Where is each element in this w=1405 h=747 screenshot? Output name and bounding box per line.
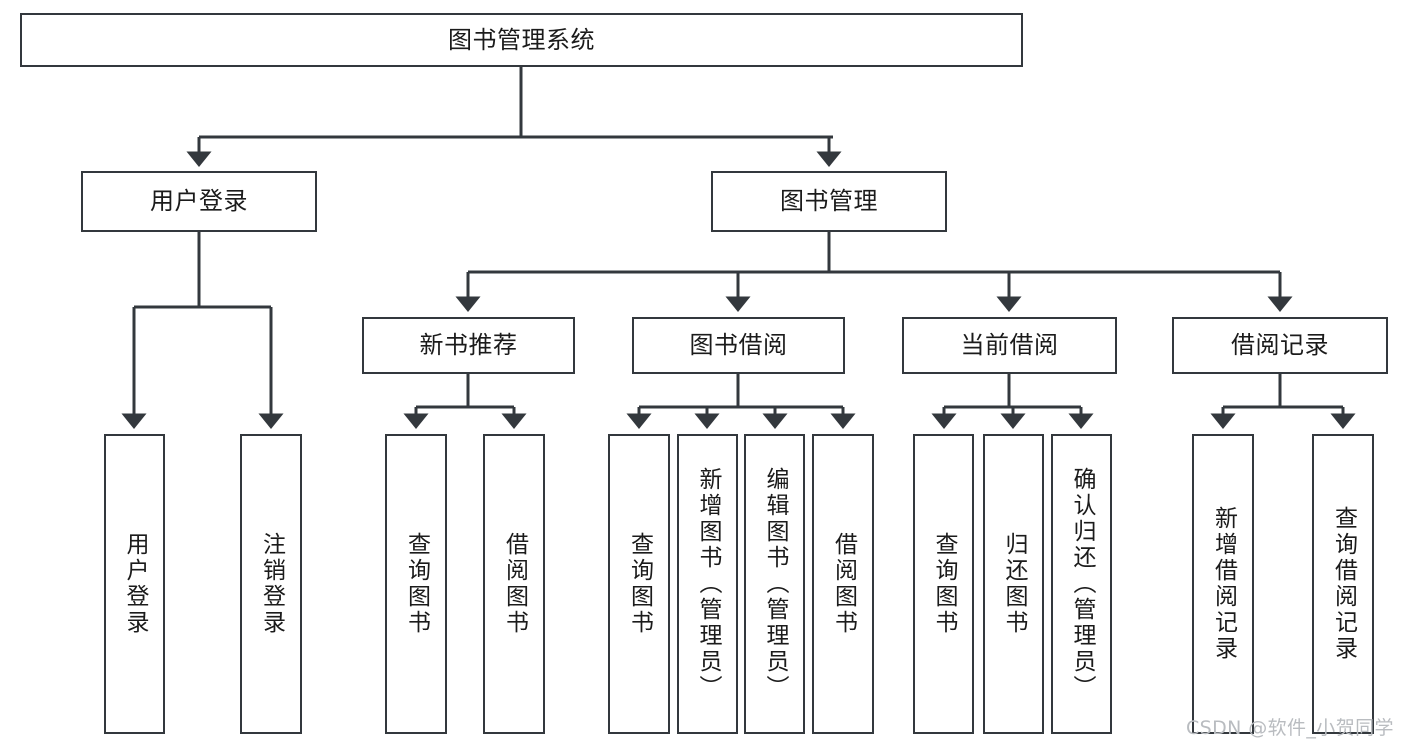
leaf-query-book-borrow[interactable]: 查询图书: [608, 434, 670, 734]
leaf-query-book-current-label: 查询图书: [931, 532, 957, 636]
leaf-edit-book-admin-label: 编辑图书（管理员）: [762, 467, 788, 701]
leaf-user-logout[interactable]: 注销登录: [240, 434, 302, 734]
node-new-book-rec[interactable]: 新书推荐: [362, 317, 575, 374]
leaf-add-borrow-record-label: 新增借阅记录: [1210, 506, 1237, 662]
leaf-query-borrow-record-label: 查询借阅记录: [1330, 506, 1357, 662]
leaf-user-logout-label: 注销登录: [258, 532, 285, 636]
node-user-login[interactable]: 用户登录: [81, 171, 317, 232]
leaf-query-borrow-record[interactable]: 查询借阅记录: [1312, 434, 1374, 734]
leaf-borrow-book-label: 借阅图书: [830, 532, 857, 636]
leaf-borrow-book-recommend[interactable]: 借阅图书: [483, 434, 545, 734]
node-new-book-rec-label: 新书推荐: [419, 331, 518, 360]
node-current-borrow[interactable]: 当前借阅: [902, 317, 1117, 374]
leaf-query-book-recommend-label: 查询图书: [403, 532, 430, 636]
leaf-add-borrow-record[interactable]: 新增借阅记录: [1192, 434, 1254, 734]
csdn-watermark: CSDN @软件_小贺同学: [1186, 717, 1394, 739]
node-current-borrow-label: 当前借阅: [960, 331, 1059, 360]
node-root[interactable]: 图书管理系统: [20, 13, 1023, 67]
leaf-user-login-label: 用户登录: [122, 532, 148, 636]
node-root-label: 图书管理系统: [448, 25, 595, 54]
leaf-return-book-label: 归还图书: [1001, 532, 1027, 636]
leaf-user-login[interactable]: 用户登录: [104, 434, 165, 734]
node-user-login-label: 用户登录: [150, 187, 248, 216]
node-book-manage-label: 图书管理: [780, 187, 878, 216]
leaf-query-book-current[interactable]: 查询图书: [913, 434, 974, 734]
leaf-query-book-borrow-label: 查询图书: [626, 532, 653, 636]
leaf-add-book-admin-label: 新增图书（管理员）: [695, 467, 721, 701]
leaf-confirm-return-admin[interactable]: 确认归还（管理员）: [1051, 434, 1112, 734]
node-borrow-record-label: 借阅记录: [1231, 331, 1329, 360]
leaf-borrow-book[interactable]: 借阅图书: [812, 434, 874, 734]
node-book-borrow-label: 图书借阅: [689, 331, 788, 360]
leaf-confirm-return-admin-label: 确认归还（管理员）: [1069, 467, 1095, 701]
leaf-borrow-book-recommend-label: 借阅图书: [501, 532, 528, 636]
node-book-borrow[interactable]: 图书借阅: [632, 317, 845, 374]
leaf-add-book-admin[interactable]: 新增图书（管理员）: [677, 434, 738, 734]
node-book-manage[interactable]: 图书管理: [711, 171, 947, 232]
leaf-query-book-recommend[interactable]: 查询图书: [385, 434, 447, 734]
leaf-return-book[interactable]: 归还图书: [983, 434, 1044, 734]
node-borrow-record[interactable]: 借阅记录: [1172, 317, 1388, 374]
leaf-edit-book-admin[interactable]: 编辑图书（管理员）: [744, 434, 805, 734]
